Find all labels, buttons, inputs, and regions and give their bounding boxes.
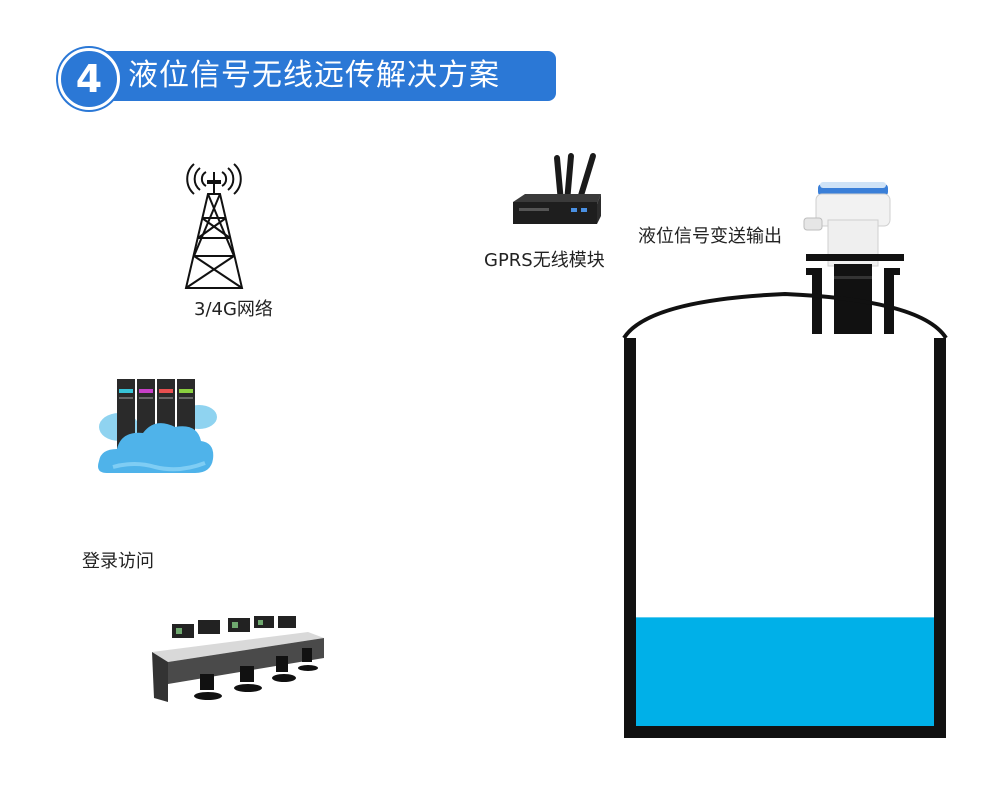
step-number-badge: 4 — [58, 48, 120, 110]
ultrasonic-level-sensor-icon — [800, 180, 905, 340]
cloud-server-icon — [95, 375, 220, 487]
page-title: 液位信号无线远传解决方案 — [128, 58, 500, 93]
control-center-icon — [148, 612, 328, 712]
login-label: 登录访问 — [82, 551, 154, 572]
header-banner — [60, 51, 556, 101]
gprs-router-icon — [505, 150, 605, 235]
gprs-label: GPRS无线模块 — [484, 250, 605, 271]
network-label: 3/4G网络 — [194, 299, 273, 320]
signal-tower-icon — [172, 160, 256, 290]
liquid-level — [636, 617, 934, 726]
transmitter-label: 液位信号变送输出 — [638, 226, 782, 247]
tank — [600, 240, 970, 750]
